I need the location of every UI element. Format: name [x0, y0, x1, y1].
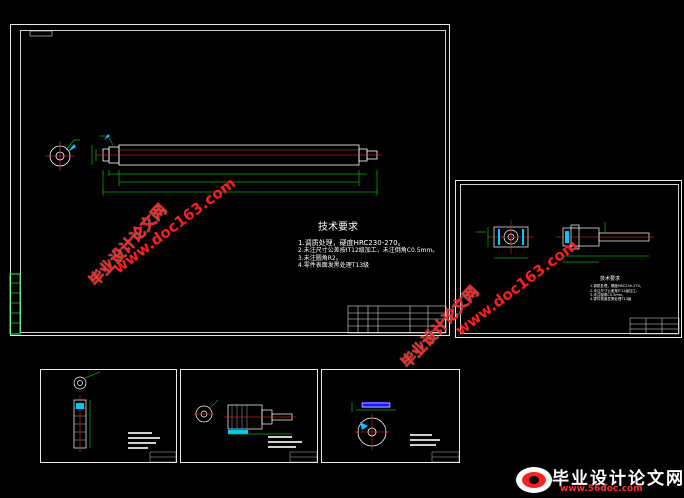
small-sheet-2[interactable] [180, 369, 318, 463]
logo-site-name: 毕业设计论文网 [552, 469, 684, 489]
main-requirement-4: 4.零件表面发黑处理T13级 [298, 262, 370, 270]
main-requirement-2: 2.未注尺寸公差按IT12级加工，未注倒角C0.5mm。 [298, 247, 439, 255]
side-drawing-sheet[interactable] [455, 180, 682, 338]
main-requirement-1: 1.调质处理，硬度HRC230-270。 [298, 238, 405, 247]
side-drawing-border [460, 184, 679, 334]
main-drawing-sheet[interactable] [10, 24, 450, 336]
main-technical-requirements: 技术要求 1.调质处理，硬度HRC230-270。 2.未注尺寸公差按IT12级… [298, 222, 448, 270]
small-sheet-3[interactable] [321, 369, 460, 463]
small-sheet-1[interactable] [40, 369, 177, 463]
side-requirements-title: 技术要求 [600, 276, 621, 282]
logo-site-url: www.56doc.com [560, 484, 643, 494]
side-requirement-3: 3.未注倒角C0.5mm。 [590, 293, 626, 297]
side-technical-requirements: 技术要求 1.调质处理，硬度HRC230-270。 2.未注尺寸公差按IT12级… [590, 276, 660, 302]
main-requirements-title: 技术要求 [318, 222, 358, 233]
main-requirement-3: 3.未注圆角R2。 [298, 254, 342, 262]
side-requirement-2: 2.未注尺寸公差按IT12级加工。 [590, 288, 640, 293]
main-drawing-border [20, 30, 446, 333]
site-logo [508, 462, 684, 498]
side-requirement-4: 4.零件表面发黑处理T13级 [590, 297, 632, 302]
side-requirement-1: 1.调质处理，硬度HRC230-270。 [590, 284, 644, 289]
